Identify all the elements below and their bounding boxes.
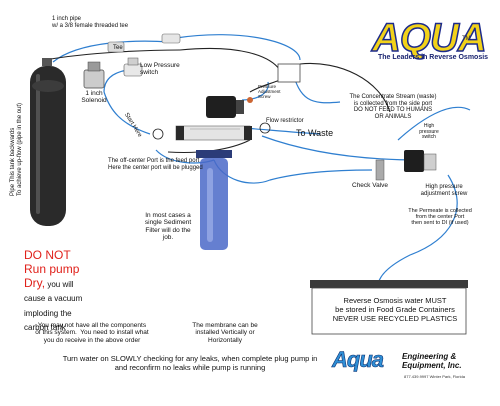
sediment-filter	[196, 150, 232, 250]
carbon-tank	[30, 58, 66, 226]
label-permeate: The Permeate is collected from the cente…	[408, 208, 472, 227]
aqua-logo: AQUA	[371, 15, 487, 61]
check-valve-assembly	[375, 150, 437, 181]
aqua-engineering-name: Engineering & Equipment, Inc.	[402, 352, 462, 371]
aqua-engineering-address: 877.439.9997 Winter Park, Florida	[404, 374, 465, 379]
label-off-center-port: The off-center Port is the feed port Her…	[108, 158, 203, 171]
low-pressure-switch	[123, 57, 143, 77]
center-port	[259, 122, 271, 134]
pump	[206, 96, 253, 118]
membrane-housing	[175, 125, 252, 141]
storage-tank	[310, 280, 468, 335]
tee-fitting	[107, 33, 181, 53]
ro-storage-note: Reverse Osmosis water MUST be stored in …	[332, 296, 458, 323]
label-high-pressure-adjustment: High pressure adjustment screw	[420, 184, 468, 197]
label-membrane-orientation: The membrane can be installed Vertically…	[192, 322, 258, 344]
warning-rest: you will cause a vacuum imploding the ca…	[24, 280, 83, 332]
feed-port	[152, 128, 164, 140]
logo-trademark: TM	[462, 36, 471, 42]
warning-line-3: Dry,	[24, 276, 46, 291]
warning-line-2: Run pump	[24, 262, 80, 277]
label-pipe-backwards: Pipe This tank backwards To achieve up-f…	[10, 102, 23, 196]
label-pressure-adjustment: Pressure Adjustment Screw	[258, 84, 281, 100]
label-to-waste: To Waste	[296, 128, 334, 138]
label-high-pressure-switch: High pressure switch	[419, 123, 439, 141]
pump-dry-warning: DO NOT Run pump Dry, you will cause a va…	[24, 248, 82, 333]
label-sediment-filter: In most cases a single Sediment Filter w…	[144, 212, 192, 241]
label-tee-part: Tee	[113, 45, 123, 51]
aqua-engineering-logo: Aqua	[332, 347, 385, 373]
label-solenoid: 1 inch Solenoid	[81, 90, 107, 105]
startup-instructions: Turn water on SLOWLY checking for any le…	[62, 354, 318, 373]
label-components-note: You may not have all the components of t…	[35, 322, 149, 344]
logo-tagline: The Leaders in Reverse Osmosis	[377, 54, 489, 61]
label-flow-restrictor: Flow restrictor	[266, 118, 304, 124]
control-box	[277, 63, 301, 83]
label-concentrate-stream: The Concentrate Stream (waste) is collec…	[349, 94, 437, 121]
label-check-valve: Check Valve	[352, 182, 389, 189]
warning-line-1: DO NOT	[24, 248, 71, 262]
label-tee: 1 inch pipe w/ a 3/8 female threaded tee	[52, 16, 129, 29]
label-low-pressure-switch: Low Pressure switch	[140, 62, 180, 77]
solenoid-valve	[83, 61, 105, 89]
